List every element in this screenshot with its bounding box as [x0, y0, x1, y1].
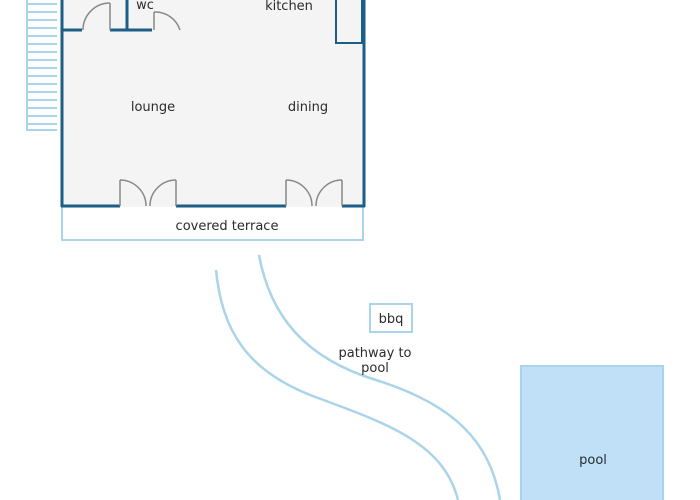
wc-door	[153, 11, 181, 31]
covered-terrace-label: covered terrace	[176, 219, 279, 234]
pathway-label-line2: pool	[361, 361, 389, 376]
kitchen-label: kitchen	[265, 0, 313, 14]
bbq-box	[369, 303, 413, 333]
small-room-door	[82, 2, 111, 31]
lounge-double-door	[119, 179, 177, 207]
pool-label: pool	[579, 453, 607, 468]
pathway-label-line1: pathway to	[338, 346, 411, 361]
interior-walls	[62, 0, 152, 32]
kitchen-cabinet	[335, 0, 363, 44]
pathway	[214, 254, 502, 500]
dining-label: dining	[288, 100, 328, 115]
exterior-walls	[60, 0, 366, 208]
dining-double-door	[285, 179, 343, 207]
wc-label: wc	[136, 0, 154, 13]
pool-area	[520, 365, 664, 500]
lounge-label: lounge	[131, 100, 175, 115]
stairs	[26, 0, 57, 131]
bbq-label: bbq	[379, 312, 404, 327]
house-floor	[62, 0, 364, 207]
